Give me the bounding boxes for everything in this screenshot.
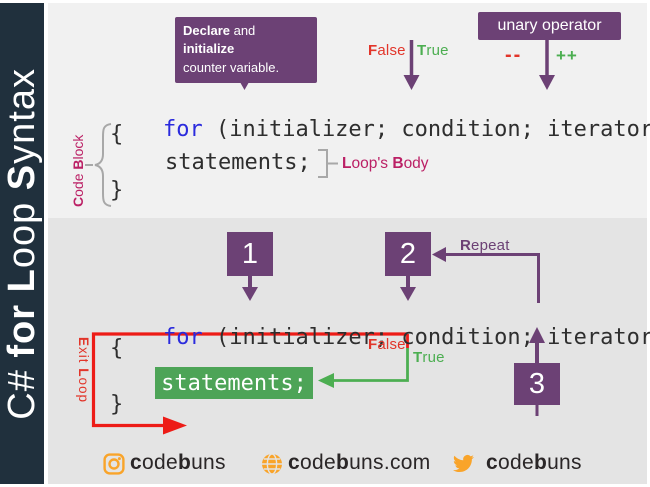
decrement-operator: -- bbox=[505, 44, 523, 66]
code-block-label: Code Block bbox=[70, 134, 86, 207]
for-keyword: for bbox=[162, 117, 203, 142]
syntax-code-line-top: for (initializer; condition; iterator) bbox=[162, 117, 650, 142]
globe-icon bbox=[262, 453, 282, 475]
instagram-icon bbox=[103, 453, 125, 475]
close-brace-top: } bbox=[110, 178, 124, 203]
step-2-box: 2 bbox=[385, 232, 431, 276]
step-3-box: 3 bbox=[514, 363, 560, 405]
loops-body-label: Loop's Body bbox=[342, 155, 429, 172]
close-brace-bottom: } bbox=[110, 392, 124, 417]
sidebar: C# for Loop Syntax bbox=[0, 3, 44, 484]
true-label-bottom: True bbox=[413, 349, 445, 366]
false-label-top: False bbox=[368, 42, 406, 59]
declare-callout: Declare and initialize counter variable. bbox=[175, 17, 317, 84]
true-label-top: True bbox=[417, 42, 449, 59]
declare-callout-line2: counter variable. bbox=[183, 59, 280, 75]
website-url: codebuns.com bbox=[288, 451, 431, 474]
step-1-box: 1 bbox=[227, 232, 273, 276]
open-brace-bottom: { bbox=[110, 336, 124, 361]
instagram-handle: codebuns bbox=[130, 451, 226, 474]
twitter-icon bbox=[453, 454, 474, 473]
false-label-bottom: False bbox=[368, 336, 406, 353]
repeat-label: Repeat bbox=[460, 237, 510, 254]
sidebar-title: C# for Loop Syntax bbox=[1, 67, 43, 420]
statements-top: statements; bbox=[165, 150, 311, 175]
unary-operator-callout: unary operator bbox=[478, 12, 621, 40]
exit-loop-label: Exit Loop bbox=[76, 337, 91, 404]
for-keyword: for bbox=[162, 325, 203, 350]
increment-operator: ++ bbox=[556, 46, 578, 65]
twitter-handle: codebuns bbox=[486, 451, 582, 474]
open-brace-top: { bbox=[110, 122, 124, 147]
